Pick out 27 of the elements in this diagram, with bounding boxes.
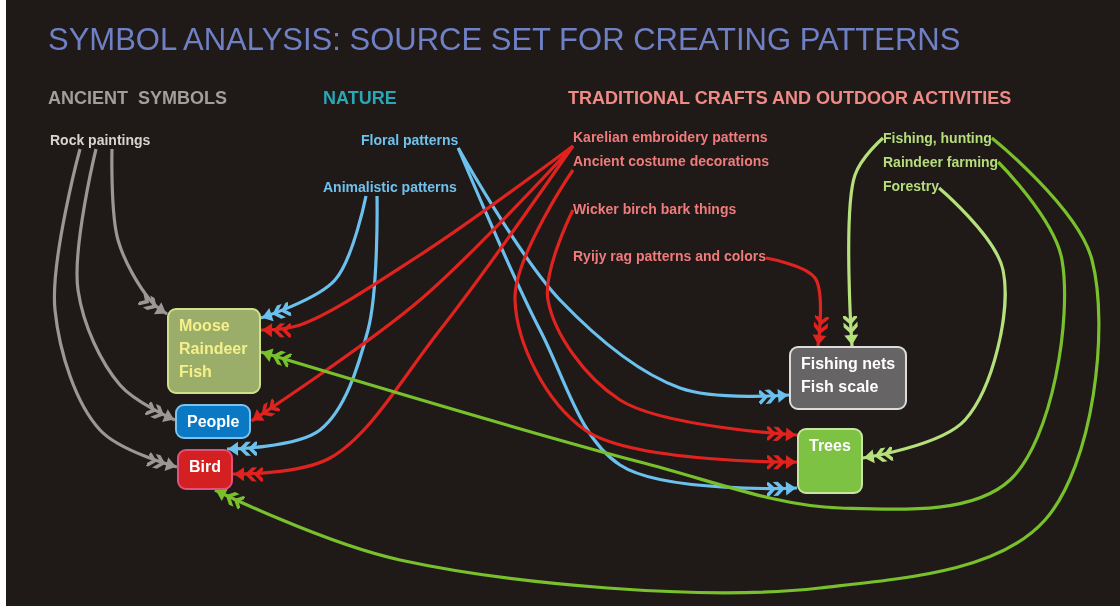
diagram-title: SYMBOL ANALYSIS: SOURCE SET FOR CREATING PATTERNS	[48, 22, 961, 58]
source-label: Floral patterns	[361, 131, 459, 149]
box-label: People	[187, 412, 240, 432]
column-heading: ANCIENT SYMBOLS	[48, 88, 227, 109]
source-label: Ancient costume decorations	[573, 152, 770, 170]
source-label: Wicker birch bark things	[573, 200, 737, 218]
column-heading: NATURE	[323, 88, 397, 109]
box-label: Bird	[189, 457, 221, 477]
source-label: Raindeer farming	[883, 153, 999, 171]
source-label: Animalistic patterns	[323, 178, 457, 196]
source-label: Fishing, hunting	[883, 129, 992, 147]
box-label: Fish scale	[801, 377, 880, 397]
category-box	[167, 308, 261, 394]
source-label: Forestry	[883, 177, 940, 195]
category-box	[797, 428, 863, 494]
box-label: Trees	[809, 436, 851, 456]
box-label: Fishing nets	[801, 354, 896, 374]
source-label: Karelian embroidery patterns	[573, 128, 768, 146]
source-label: Ryijy rag patterns and colors	[573, 247, 766, 265]
category-box	[175, 404, 252, 439]
box-label: Raindeer	[179, 339, 249, 359]
category-box	[789, 346, 908, 410]
source-label: Rock paintings	[50, 131, 151, 149]
box-label: Fish	[179, 362, 213, 382]
box-label: Moose	[179, 316, 231, 336]
column-heading: TRADITIONAL CRAFTS AND OUTDOOR ACTIVITIES	[568, 88, 1012, 109]
category-box	[177, 449, 233, 490]
